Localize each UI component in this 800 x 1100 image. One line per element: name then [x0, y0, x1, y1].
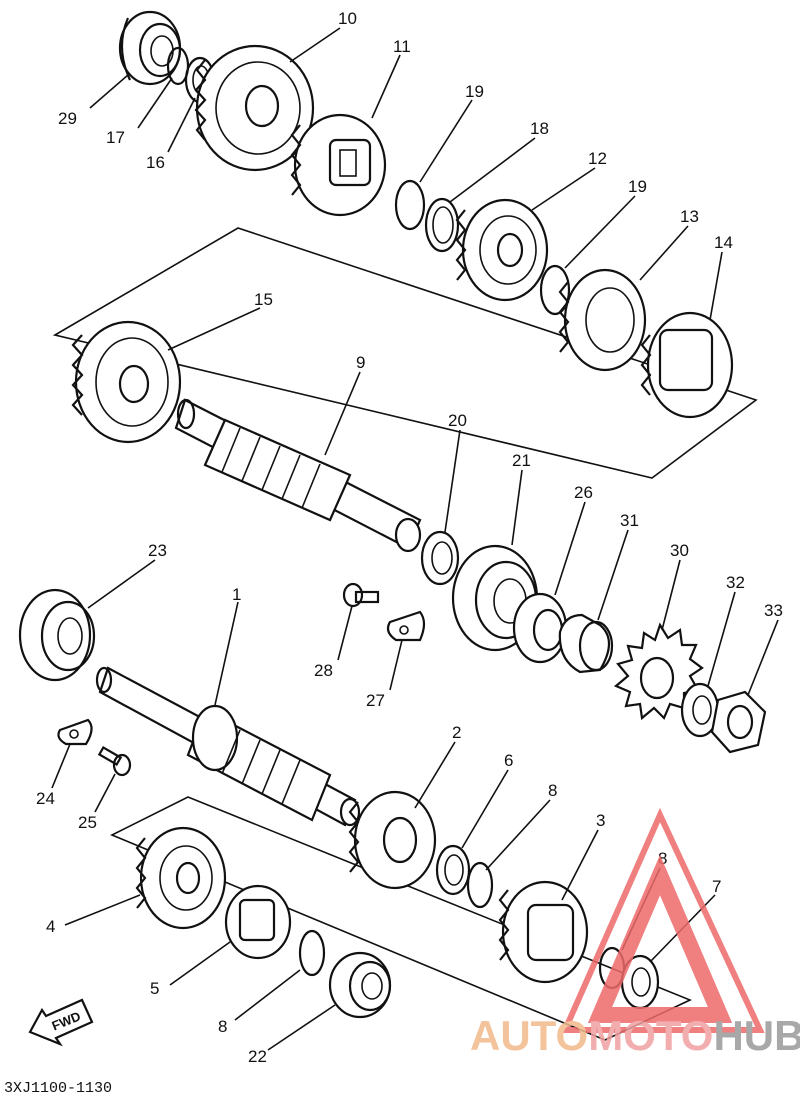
callout-12: 12: [588, 149, 607, 168]
part-29-bearing: [118, 10, 182, 86]
callout-16: 16: [146, 153, 165, 172]
callout-6: 6: [504, 751, 513, 770]
callout-13: 13: [680, 207, 699, 226]
callout-29: 29: [58, 109, 77, 128]
callout-labels: 29 17 16 10 11 19 18 12 19 13 14 15 9 20…: [36, 9, 783, 1066]
fwd-direction-arrow: FWD: [28, 998, 94, 1047]
part-3-gear: [498, 880, 589, 984]
part-10-gear: [194, 44, 315, 172]
watermark-auto: AUTO: [470, 1012, 588, 1059]
watermark-hub: HUB: [713, 1012, 800, 1059]
callout-9: 9: [356, 353, 365, 372]
callout-4: 4: [46, 917, 55, 936]
callout-3: 3: [596, 811, 605, 830]
part-30-drive-sprocket: [613, 622, 704, 721]
diagram-reference-code: 3XJ1100-1130: [4, 1080, 112, 1097]
callout-8: 8: [548, 781, 557, 800]
callout-26: 26: [574, 483, 593, 502]
part-13-gear: [558, 268, 647, 372]
callout-10: 10: [338, 9, 357, 28]
lower-shaft-group-frame: [110, 796, 692, 1041]
part-8-circlip-a: [466, 861, 494, 909]
part-22-bearing: [328, 951, 392, 1019]
part-8-circlip-c: [298, 929, 326, 977]
callout-28: 28: [314, 661, 333, 680]
callout-19: 19: [465, 82, 484, 101]
upper-shaft-group-frame: [52, 227, 758, 479]
part-25-screw: [97, 746, 132, 777]
callout-15: 15: [254, 290, 273, 309]
watermark-moto: MOTO: [588, 1012, 713, 1059]
part-14-gear: [640, 311, 734, 419]
callout-30: 30: [670, 541, 689, 560]
callout-8: 8: [218, 1017, 227, 1036]
callout-20: 20: [448, 411, 467, 430]
callout-23: 23: [148, 541, 167, 560]
callout-19: 19: [628, 177, 647, 196]
automotohub-watermark: AUTOMOTOHUB: [470, 807, 800, 1059]
callout-24: 24: [36, 789, 55, 808]
callout-17: 17: [106, 128, 125, 147]
callout-22: 22: [248, 1047, 267, 1066]
part-23-bearing: [18, 588, 96, 682]
callout-31: 31: [620, 511, 639, 530]
part-2-gear: [348, 790, 437, 890]
part-19-circlip-middle: [539, 264, 571, 316]
watermark-wordmark: AUTOMOTOHUB: [470, 1012, 800, 1059]
callout-21: 21: [512, 451, 531, 470]
callout-leader-lines: [51, 27, 779, 1051]
part-12-gear: [455, 198, 549, 302]
part-15-gear: [71, 320, 182, 444]
callout-25: 25: [78, 813, 97, 832]
callout-18: 18: [530, 119, 549, 138]
callout-27: 27: [366, 691, 385, 710]
part-9-main-axle: [174, 398, 422, 553]
part-33-nut: [710, 690, 767, 754]
part-1-main-shaft: [95, 666, 361, 827]
part-24-stopper-plate: [57, 718, 93, 746]
part-28-bolt: [342, 582, 380, 608]
callout-33: 33: [764, 601, 783, 620]
callout-11: 11: [393, 37, 411, 56]
part-18-washer: [424, 197, 460, 253]
part-5-gear: [224, 884, 292, 960]
part-31-collar: [558, 613, 614, 674]
part-20-washer: [420, 530, 460, 586]
part-32-lock-washer: [680, 682, 720, 738]
part-11-gear: [290, 113, 387, 217]
part-6-washer: [435, 844, 471, 896]
watermark-triangle-outer: [560, 807, 765, 1033]
part-4-gear: [135, 826, 227, 930]
callout-2: 2: [452, 723, 461, 742]
part-19-circlip-upper: [394, 179, 426, 231]
callout-32: 32: [726, 573, 745, 592]
callout-1: 1: [232, 585, 241, 604]
part-26-oil-seal: [512, 592, 568, 664]
callout-5: 5: [150, 979, 159, 998]
callout-14: 14: [714, 233, 733, 252]
callout-7: 7: [712, 877, 721, 896]
watermark-triangle-logo: [587, 854, 733, 1023]
part-27-stopper: [386, 610, 426, 642]
callout-8: 8: [658, 849, 667, 868]
